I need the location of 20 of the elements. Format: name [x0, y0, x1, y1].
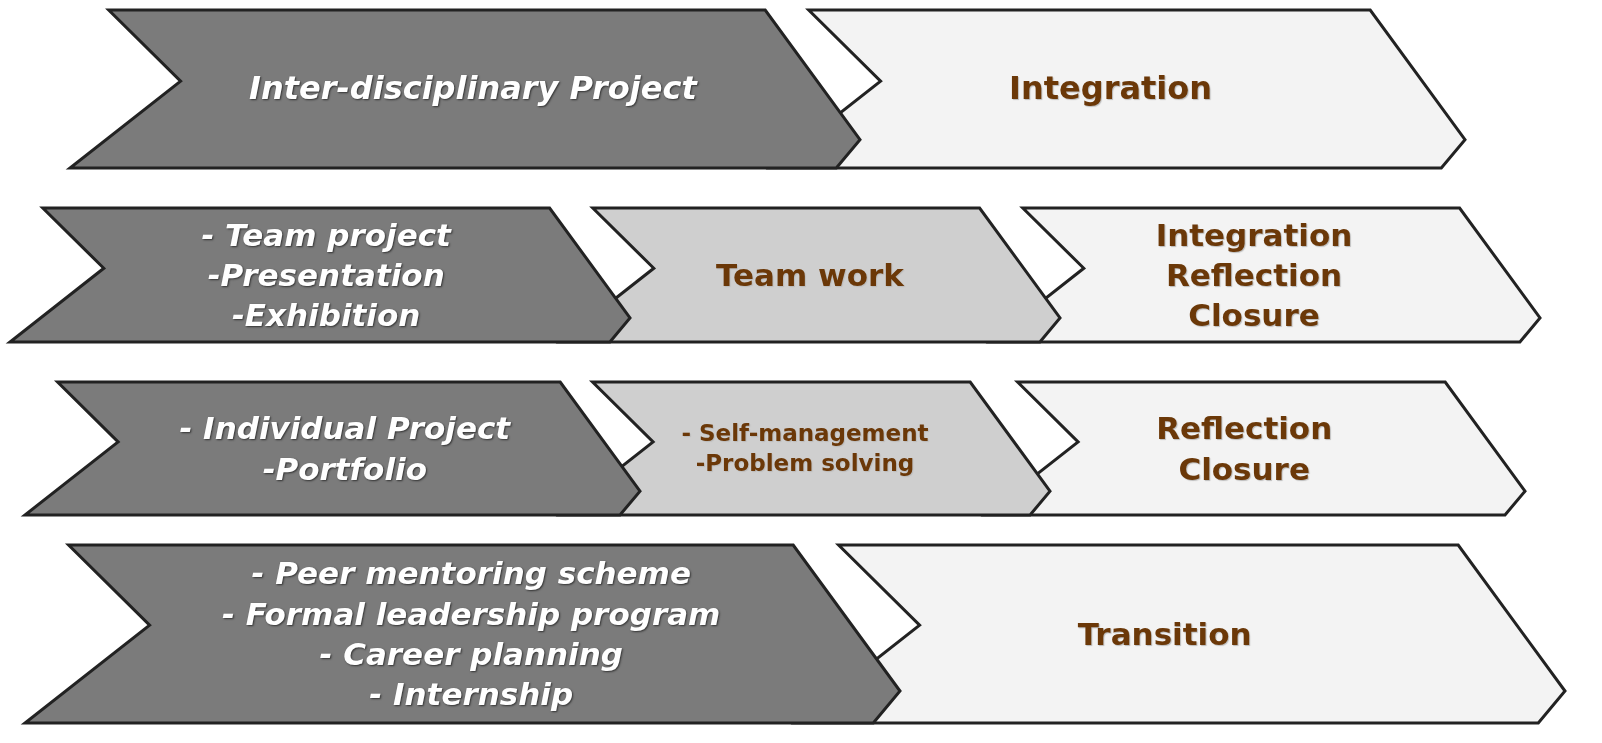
chevron-label: Closure — [1178, 449, 1310, 489]
chevron-label: Transition — [1077, 614, 1252, 654]
chevron-label: Closure — [1188, 296, 1320, 336]
chevron-label: -Portfolio — [262, 449, 427, 489]
chevron-label: Team work — [716, 255, 904, 295]
chevron-label: - Team project — [201, 215, 451, 255]
chevron-label: Reflection — [1165, 255, 1343, 295]
chevron-label: - Individual Project — [179, 409, 511, 449]
chevron-label: Integration — [1155, 215, 1353, 255]
chevron-label: - Formal leadership program — [222, 594, 721, 634]
chevron-label: Reflection — [1156, 409, 1333, 449]
chevron-label: Integration — [1009, 68, 1213, 110]
chevron-label: - Self-management — [681, 418, 929, 448]
chevron-label: - Peer mentoring scheme — [251, 554, 691, 594]
chevron-label: -Exhibition — [232, 296, 421, 336]
chevron-label: Inter-disciplinary Project — [249, 68, 697, 110]
chevron-label: - Internship — [369, 675, 574, 715]
chevron-label: -Presentation — [207, 255, 445, 295]
chevron-label: -Problem solving — [695, 448, 915, 478]
chevron-label: - Career planning — [319, 635, 623, 674]
